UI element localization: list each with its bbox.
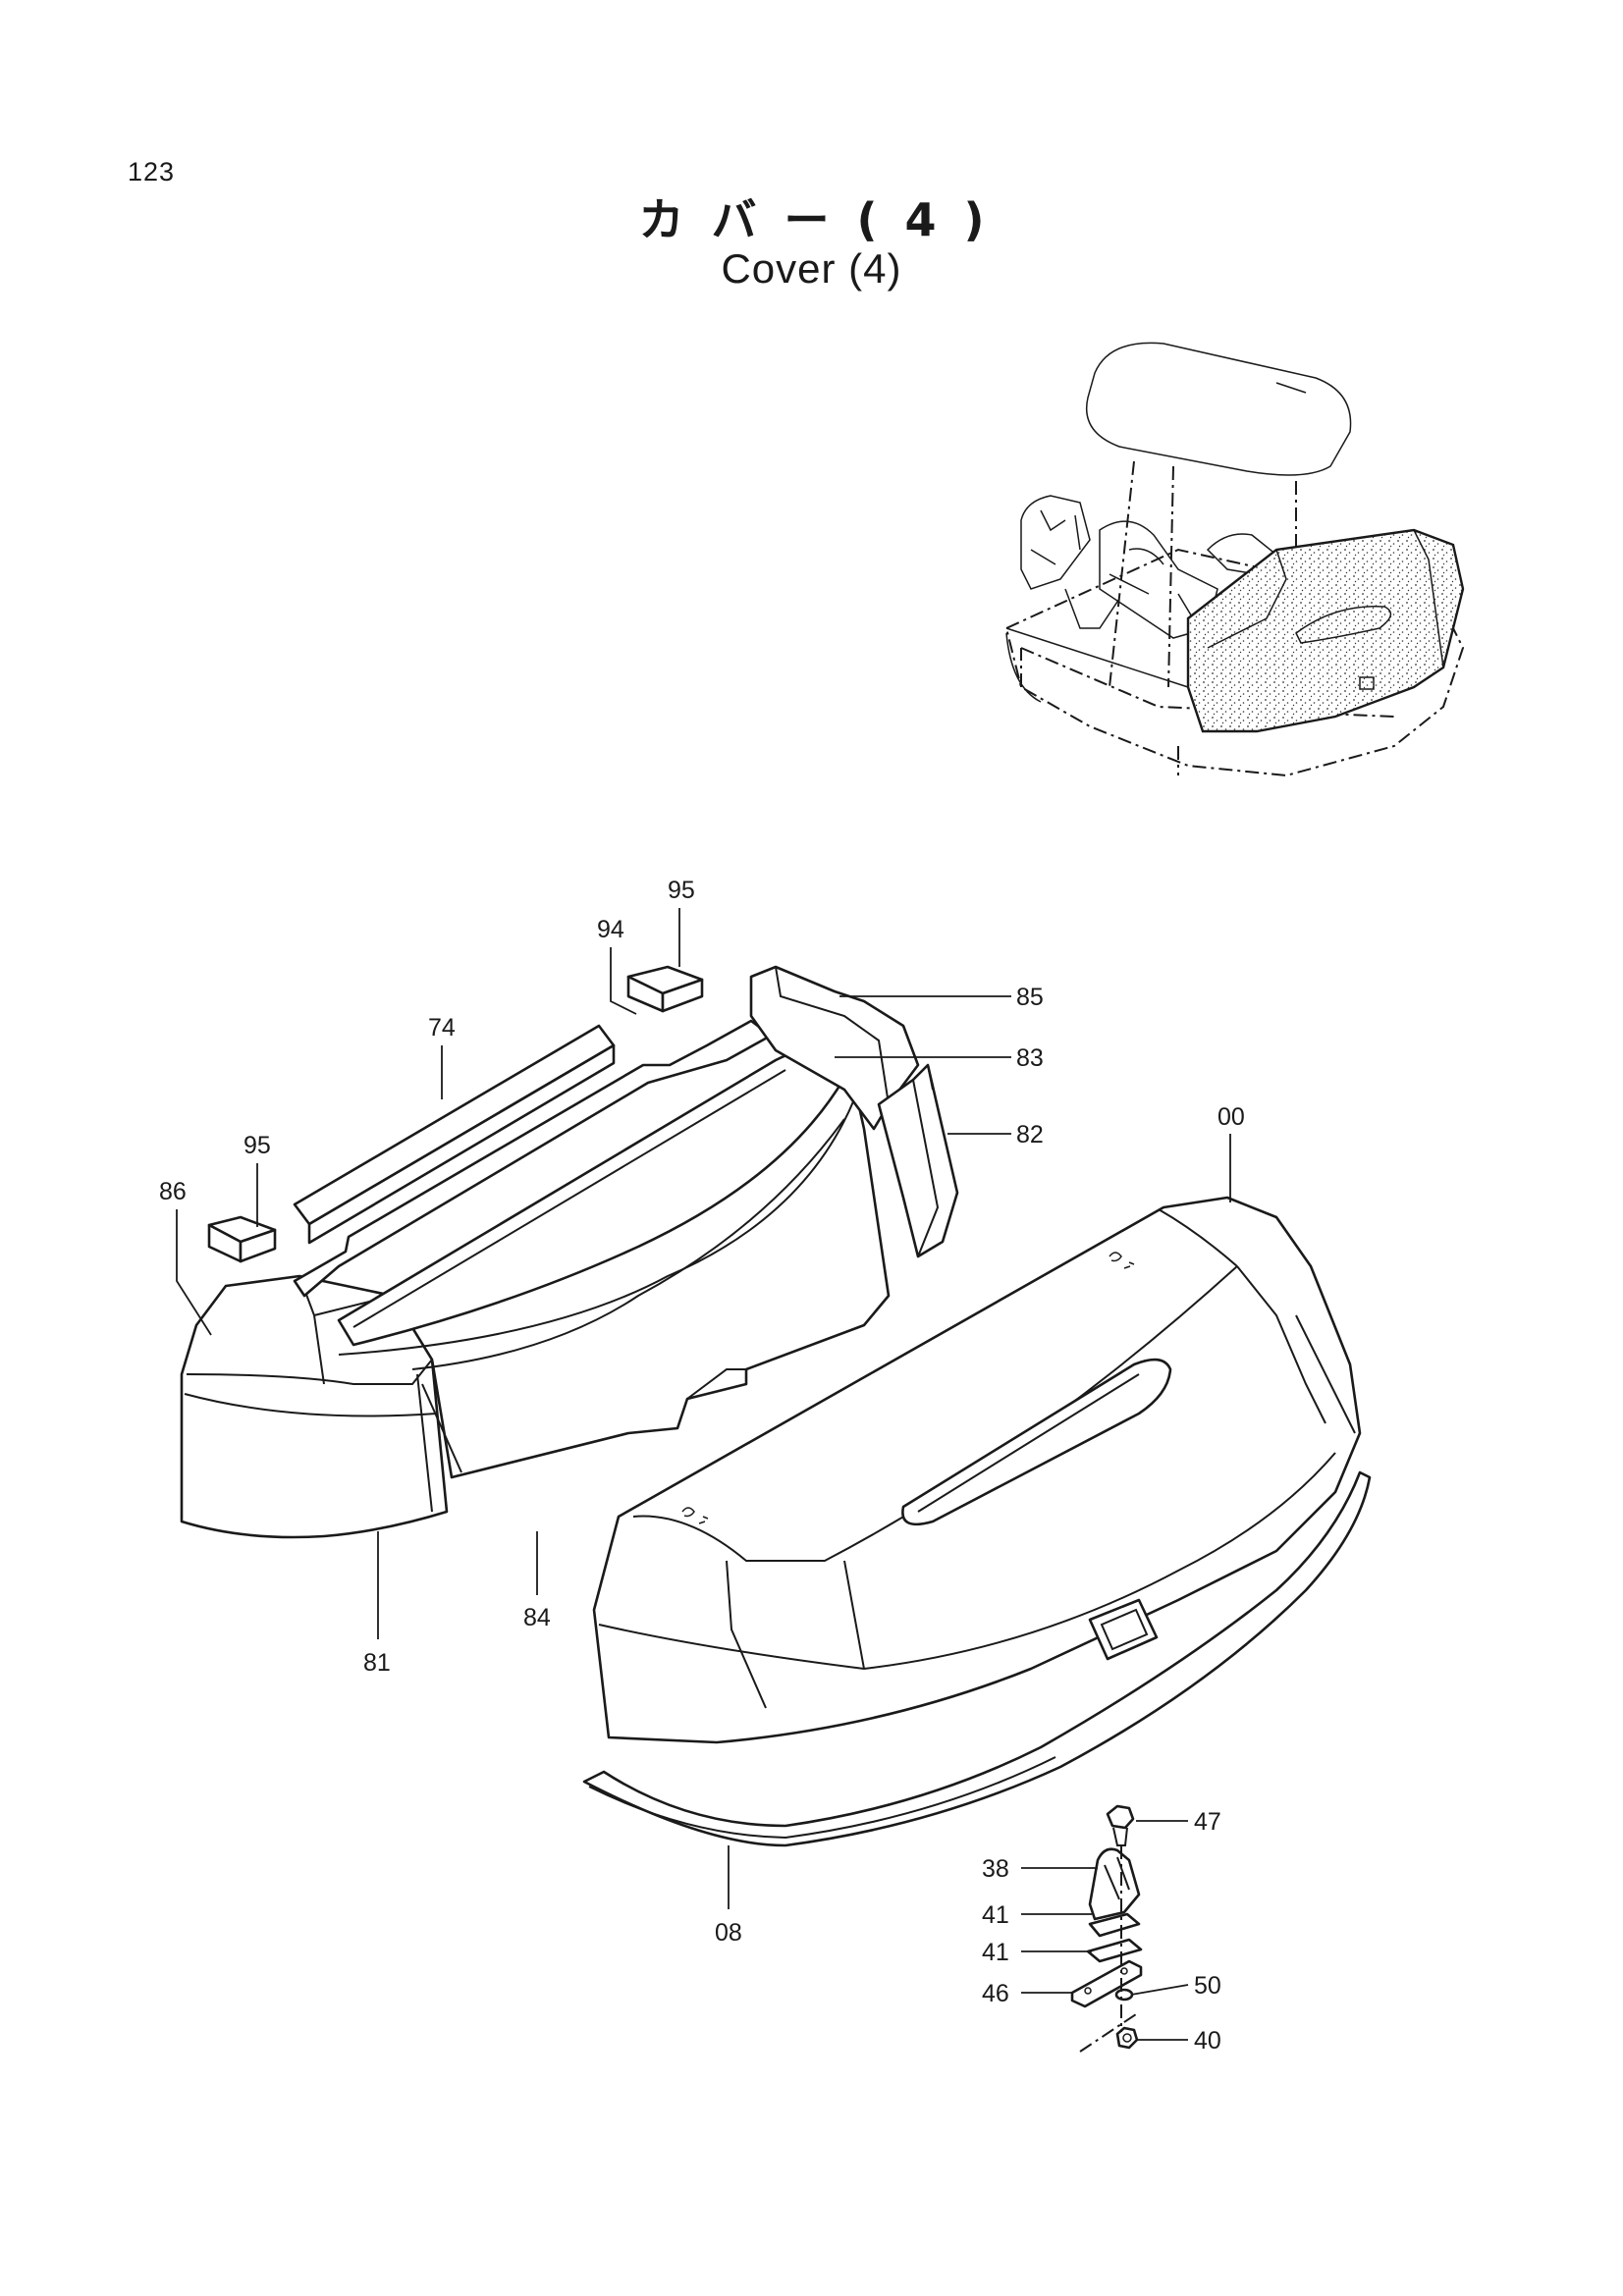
callout-46: 46 [982,1980,1009,2007]
part-94-seal-strip [293,1019,773,1298]
leader-lines [176,908,1231,2041]
part-41-shim-upper [1088,1912,1141,1938]
callout-47: 47 [1194,1808,1221,1836]
callout-84: 84 [523,1604,551,1631]
part-47-bolt [1106,1804,1135,1846]
callout-00: 00 [1217,1103,1245,1131]
part-81-side-cover [180,1274,449,1539]
part-38-latch-bracket [1088,1847,1141,1921]
callout-38: 38 [982,1855,1009,1883]
part-74-seal-strip [293,1024,616,1245]
callout-41-lower: 41 [982,1939,1009,1966]
callout-95-upper: 95 [668,877,695,904]
page-number: 123 [128,157,176,187]
part-08-edge-trim [582,1470,1372,1847]
callout-74: 74 [428,1014,456,1041]
callout-95-lower: 95 [243,1132,271,1159]
callout-82: 82 [1016,1121,1044,1148]
callout-86: 86 [159,1178,187,1205]
part-46-plate [1070,1959,1143,2008]
part-95-pad-upper [626,965,704,1013]
part-85-corner-pad [749,965,920,1131]
callout-85: 85 [1016,984,1044,1011]
page-title-japanese: カバー(4) [638,193,1012,246]
part-95-pad-lower [207,1215,277,1263]
page-title-english: Cover (4) [721,245,902,292]
part-50-washer [1114,1988,1134,2002]
part-41-shim-lower [1086,1938,1143,1963]
callout-94: 94 [597,916,624,943]
callout-83: 83 [1016,1044,1044,1072]
machine-overview-illustration [1004,342,1465,777]
callout-81: 81 [363,1649,391,1677]
callout-50: 50 [1194,1972,1221,2000]
part-82-side-piece [877,1063,959,1258]
callout-08: 08 [715,1919,742,1947]
part-00-main-cover [592,1196,1362,1744]
callout-41-upper: 41 [982,1901,1009,1929]
callout-40: 40 [1194,2027,1221,2055]
